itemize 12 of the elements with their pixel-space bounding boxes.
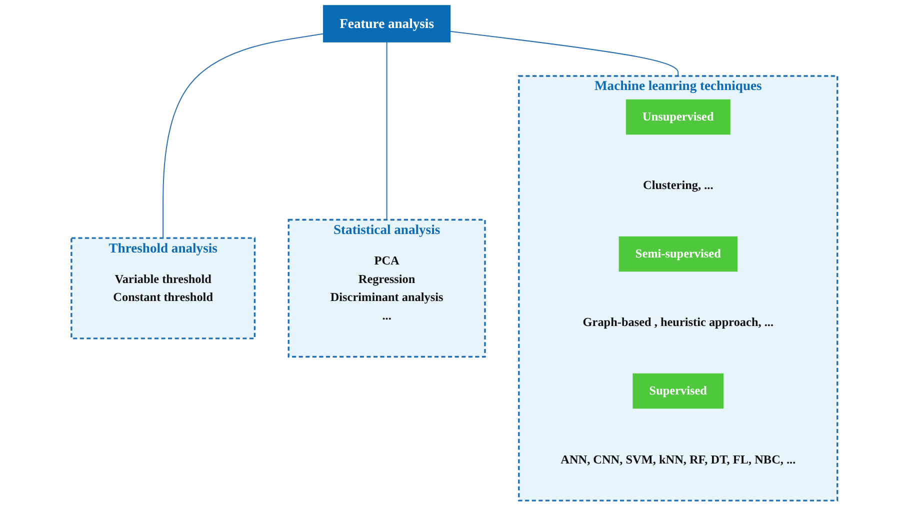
connector xyxy=(162,33,324,238)
node-box: Supervised xyxy=(632,373,724,409)
node-box: Semi-supervised xyxy=(618,236,738,272)
node-text: Variable threshold Constant threshold xyxy=(113,272,214,304)
node-box: Feature analysis xyxy=(323,5,451,42)
connector xyxy=(386,42,388,220)
node-text: PCA Regression Discriminant analysis ... xyxy=(330,254,444,322)
node-text: Graph-based , heuristic approach, ... xyxy=(582,315,774,329)
connector xyxy=(450,30,679,76)
node-text: ANN, CNN, SVM, kNN, RF, DT, FL, NBC, ... xyxy=(560,452,796,466)
node-text: Clustering, ... xyxy=(643,178,714,192)
node-box: Unsupervised xyxy=(626,99,730,135)
